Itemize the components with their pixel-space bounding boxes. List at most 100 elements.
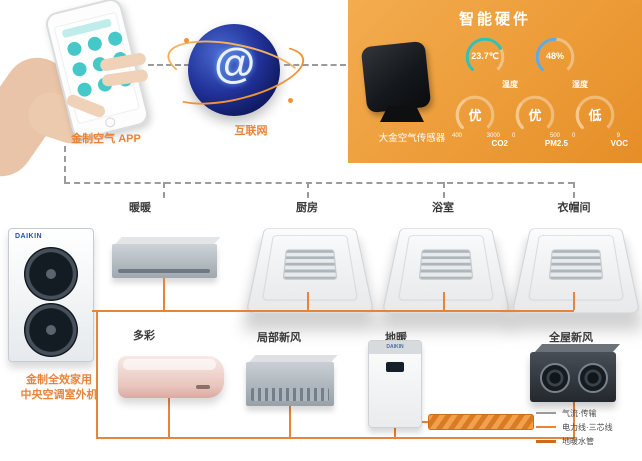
app-icon — [76, 81, 94, 99]
power-line-stub-kitchen — [307, 292, 309, 310]
app-icon — [71, 60, 89, 78]
indoor-unit-duct — [112, 237, 221, 278]
daikin-logo: DAIKIN — [15, 233, 43, 240]
unit-label-kitchen: 厨房 — [296, 202, 318, 214]
app-label: 金制空气 APP — [71, 133, 141, 145]
power-line-main — [92, 310, 574, 312]
gauge-arc — [575, 95, 615, 135]
gauge-value: 23.7℃ — [471, 51, 499, 61]
unit-label-bathroom: 浴室 — [432, 202, 454, 214]
whole-house-freshair-unit — [530, 344, 621, 402]
gauge-arc — [535, 37, 575, 77]
dashed-bus-drop-1 — [163, 182, 165, 198]
panel-title: 智能硬件 — [458, 11, 531, 28]
legend-line-pipe — [536, 439, 556, 443]
pipe-connector — [420, 421, 428, 423]
legend: 气流·传输 电力线·三芯线 地暖水管 — [536, 408, 640, 450]
erv-fan-right — [578, 363, 608, 393]
gauge-min: 0 — [512, 133, 516, 139]
outdoor-fan-top — [24, 247, 78, 301]
internet-globe: @ — [188, 24, 280, 116]
gauge-max: 3000 — [486, 133, 500, 139]
dashed-bus-drop-4 — [573, 182, 575, 198]
gauge-voc: 低 0 9 VOC — [572, 92, 628, 150]
legend-line-orange — [536, 426, 556, 428]
duct-air-outlet — [118, 269, 210, 273]
outdoor-fan-bottom — [24, 303, 78, 357]
power-line-vertical — [96, 310, 98, 437]
outdoor-unit: DAIKIN — [8, 228, 94, 362]
air-sensor-label: 大金空气传感器 — [378, 133, 446, 144]
gauge-min: 0 — [572, 133, 576, 139]
legend-item-powerline: 电力线·三芯线 — [536, 422, 640, 432]
gauge-humidity: 48% 湿度 — [532, 34, 588, 92]
gauge-arc — [465, 37, 505, 77]
unit-label-whole-freshair: 全屋新风 — [549, 332, 593, 344]
app-icon — [106, 30, 124, 48]
air-sensor-device — [360, 40, 432, 114]
gauge-max: 500 — [549, 133, 560, 139]
legend-item-airflow: 气流·传输 — [536, 408, 640, 418]
app-icon — [65, 40, 83, 58]
gauge-pm25: 优 0 500 PM2.5 — [512, 92, 568, 150]
cassette-grille — [418, 249, 474, 280]
indoor-unit-cassette-cloakroom — [511, 228, 641, 314]
gauge-value: 优 — [468, 108, 482, 123]
power-line-stub-erv — [573, 402, 575, 437]
cassette-panel — [245, 228, 375, 314]
power-line-stub-bathroom — [443, 292, 445, 310]
gauge-min: 400 — [452, 133, 463, 139]
cassette-panel — [381, 228, 511, 314]
unit-label-wall: 多彩 — [133, 330, 155, 342]
outdoor-label-line2: 中央空调室外机 — [20, 389, 98, 401]
gauge-value: 48% — [545, 51, 564, 61]
legend-item-waterpipe: 地暖水管 — [536, 436, 640, 446]
indoor-unit-cassette-bathroom — [381, 228, 511, 314]
power-line-stub-wall — [168, 398, 170, 437]
unit-label-cloakroom: 衣帽间 — [557, 202, 591, 214]
spark-dot — [288, 98, 293, 103]
dashed-bus-drop-3 — [443, 182, 445, 198]
gauge-label: PM2.5 — [544, 139, 568, 148]
gauge-co2: 优 400 3000 CO2 — [452, 92, 508, 150]
cassette-grille — [282, 249, 338, 280]
dashed-bus-horizontal — [64, 182, 574, 184]
outdoor-unit-label: 金制全效家用 中央空调室外机 — [0, 373, 118, 403]
dashed-bus-drop-2 — [307, 182, 309, 198]
cassette-panel — [511, 228, 641, 314]
erv-fan-left — [540, 363, 570, 393]
gauge-arc — [455, 95, 495, 135]
app-icon — [86, 35, 104, 53]
dashed-connector-phone-internet — [148, 64, 190, 66]
dashed-connector-internet-panel — [284, 64, 346, 66]
air-sensor-stand — [380, 106, 424, 122]
gauge-value: 优 — [528, 108, 542, 123]
gauge-label: 温度 — [502, 80, 518, 89]
internet-label: 互联网 — [234, 125, 268, 137]
gauge-label: VOC — [610, 139, 628, 148]
smart-hardware-panel: 智能硬件 大金空气传感器 23.7℃ 温度 48% 湿度 — [348, 0, 642, 163]
gauge-max: 9 — [616, 133, 620, 139]
dashed-bus-drop-app — [64, 146, 66, 182]
freshair-vents — [251, 388, 329, 401]
indoor-unit-cassette-kitchen — [245, 228, 375, 314]
unit-label-duct: 暖暖 — [129, 202, 151, 214]
at-symbol: @ — [213, 40, 255, 87]
floor-heating-pipe-coil — [428, 414, 534, 430]
legend-label: 地暖水管 — [562, 436, 594, 446]
indoor-unit-wall — [118, 356, 224, 398]
hydrobox-display — [386, 362, 404, 372]
power-line-stub-freshair — [289, 406, 291, 437]
legend-label: 气流·传输 — [562, 408, 597, 418]
legend-line-gray — [536, 412, 556, 414]
phone-home-button — [104, 116, 117, 129]
power-line-stub-cloakroom — [573, 292, 575, 310]
gauge-value: 低 — [588, 108, 602, 123]
power-line-stub-duct — [163, 278, 165, 310]
indoor-unit-local-freshair — [246, 355, 338, 406]
daikin-logo: DAIKIN — [386, 344, 404, 350]
power-line-stub-hydro — [394, 426, 396, 437]
spark-dot — [184, 38, 189, 43]
gauge-temperature: 23.7℃ 温度 — [462, 34, 518, 92]
